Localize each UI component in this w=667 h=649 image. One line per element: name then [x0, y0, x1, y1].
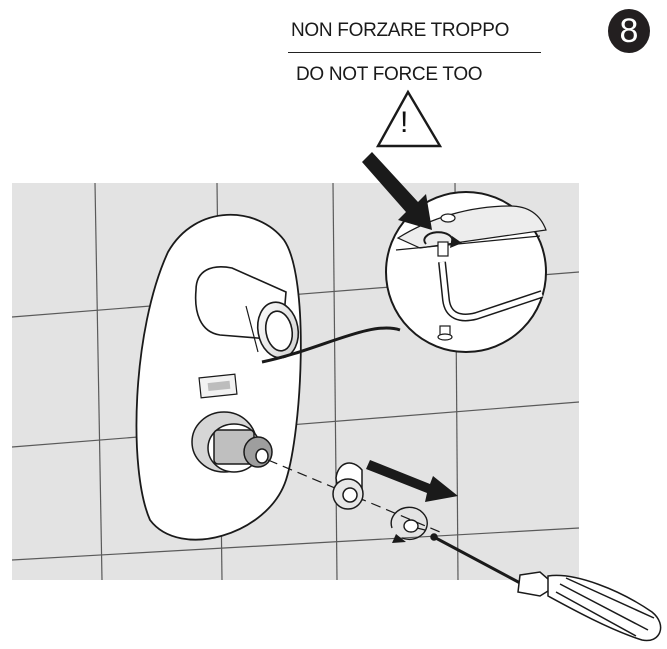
warning-text-italian: NON FORZARE TROPPO — [291, 20, 510, 41]
screwdriver — [430, 533, 662, 642]
step-number-badge: 8 — [608, 9, 650, 53]
handle-part — [332, 462, 364, 510]
detail-leader-line — [261, 326, 401, 364]
removal-direction-arrow — [366, 460, 458, 502]
thermostat-knob — [194, 266, 300, 359]
fixing-screw — [390, 506, 428, 543]
zoom-detail-view — [385, 191, 547, 353]
warning-pointer-arrow — [362, 152, 432, 230]
temperature-label — [198, 373, 238, 399]
warning-exclamation-text: ! — [400, 106, 409, 139]
warning-text-english: DO NOT FORCE TOO — [296, 64, 483, 85]
valve-cartridge — [191, 411, 273, 473]
warning-triangle-icon — [375, 89, 443, 148]
warning-divider — [288, 52, 541, 53]
